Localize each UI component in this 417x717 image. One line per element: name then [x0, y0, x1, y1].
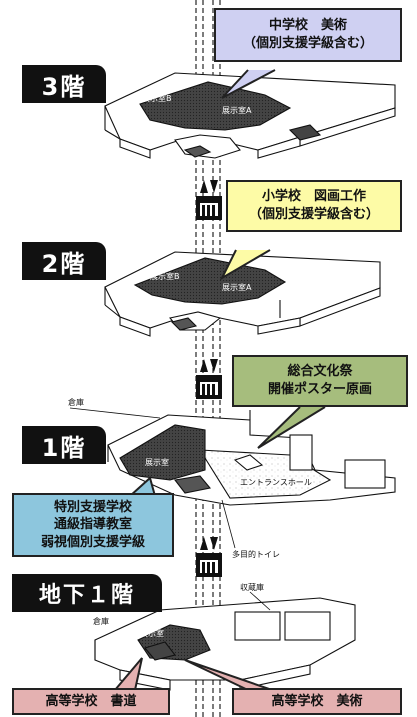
- callout-f1-left-line3: 弱視個別支援学級: [40, 534, 145, 550]
- callout-f1-special-support: 特別支援学校 通級指導教室 弱視個別支援学級: [12, 493, 174, 557]
- room-label-f2-a: 展示室A: [222, 282, 252, 292]
- callout-f1-left-line1: 特別支援学校: [53, 499, 132, 515]
- room-label-f1-storage: 倉庫: [68, 397, 84, 407]
- elevator-icon-1-b1: [196, 537, 222, 577]
- callout-f1-festival-poster: 総合文化祭 開催ポスター原画: [232, 355, 408, 407]
- pointer-b1-left: [114, 657, 143, 691]
- room-label-f1-gallery: 展示室: [145, 457, 169, 467]
- callout-f3-line1: 中学校 美術: [268, 18, 347, 34]
- callout-b1-right-line1: 高等学校 美術: [271, 693, 363, 709]
- room-label-f1-hall: エントランスホール: [240, 478, 312, 487]
- floor-3-plan: [104, 72, 396, 159]
- floor-label-b1: 地下１階: [12, 574, 162, 612]
- callout-f2-elementary-art: 小学校 図画工作 （個別支援学級含む）: [226, 180, 402, 232]
- callout-b1-high-school-art: 高等学校 美術: [232, 688, 402, 715]
- callout-pointers: [114, 69, 326, 692]
- room-label-b1-gallery: 展示室: [140, 628, 164, 638]
- callout-b1-high-school-calligraphy: 高等学校 書道: [12, 688, 170, 715]
- floor-b1-plan: [94, 591, 356, 691]
- pointer-b1-right: [184, 659, 276, 692]
- pointer-f2: [219, 249, 271, 281]
- floor-label-2f: 2階: [22, 242, 106, 280]
- callout-f1-right-line2: 開催ポスター原画: [267, 382, 372, 397]
- callout-f3-line2: （個別支援学級含む）: [242, 36, 373, 51]
- room-label-f1-toilet: 多目的トイレ: [232, 549, 280, 559]
- floor-label-3f: 3階: [22, 65, 106, 103]
- floor-1-gallery-area: [119, 424, 206, 481]
- floor-1-plan: [69, 407, 396, 549]
- callout-f3-junior-high-art: 中学校 美術 （個別支援学級含む）: [214, 8, 402, 62]
- room-label-f3-b: 展示室B: [142, 93, 172, 103]
- room-label-b1-vault: 収蔵庫: [240, 582, 264, 592]
- callout-f1-right-line1: 総合文化祭: [287, 364, 353, 380]
- callout-b1-left-line1: 高等学校 書道: [45, 693, 137, 709]
- callout-f1-left-line2: 通級指導教室: [53, 517, 132, 533]
- elevator-icon-3-2: [196, 180, 222, 220]
- room-label-f2-b: 展示室B: [150, 271, 180, 281]
- room-label-b1-storage: 倉庫: [93, 616, 109, 626]
- pointer-f1-left: [129, 476, 156, 497]
- pointer-f3: [221, 69, 276, 99]
- pointer-f1-right: [257, 406, 326, 449]
- callout-f2-line1: 小学校 図画工作: [261, 189, 366, 205]
- room-label-f3-a: 展示室A: [222, 105, 252, 115]
- floor-2-gallery-area: [133, 257, 287, 305]
- floor-label-1f: 1階: [22, 426, 106, 464]
- floor-3-gallery-area: [139, 81, 292, 131]
- floor-2-plan: [104, 251, 381, 337]
- elevator-icon-2-1: [196, 359, 222, 399]
- callout-f2-line2: （個別支援学級含む）: [248, 207, 379, 222]
